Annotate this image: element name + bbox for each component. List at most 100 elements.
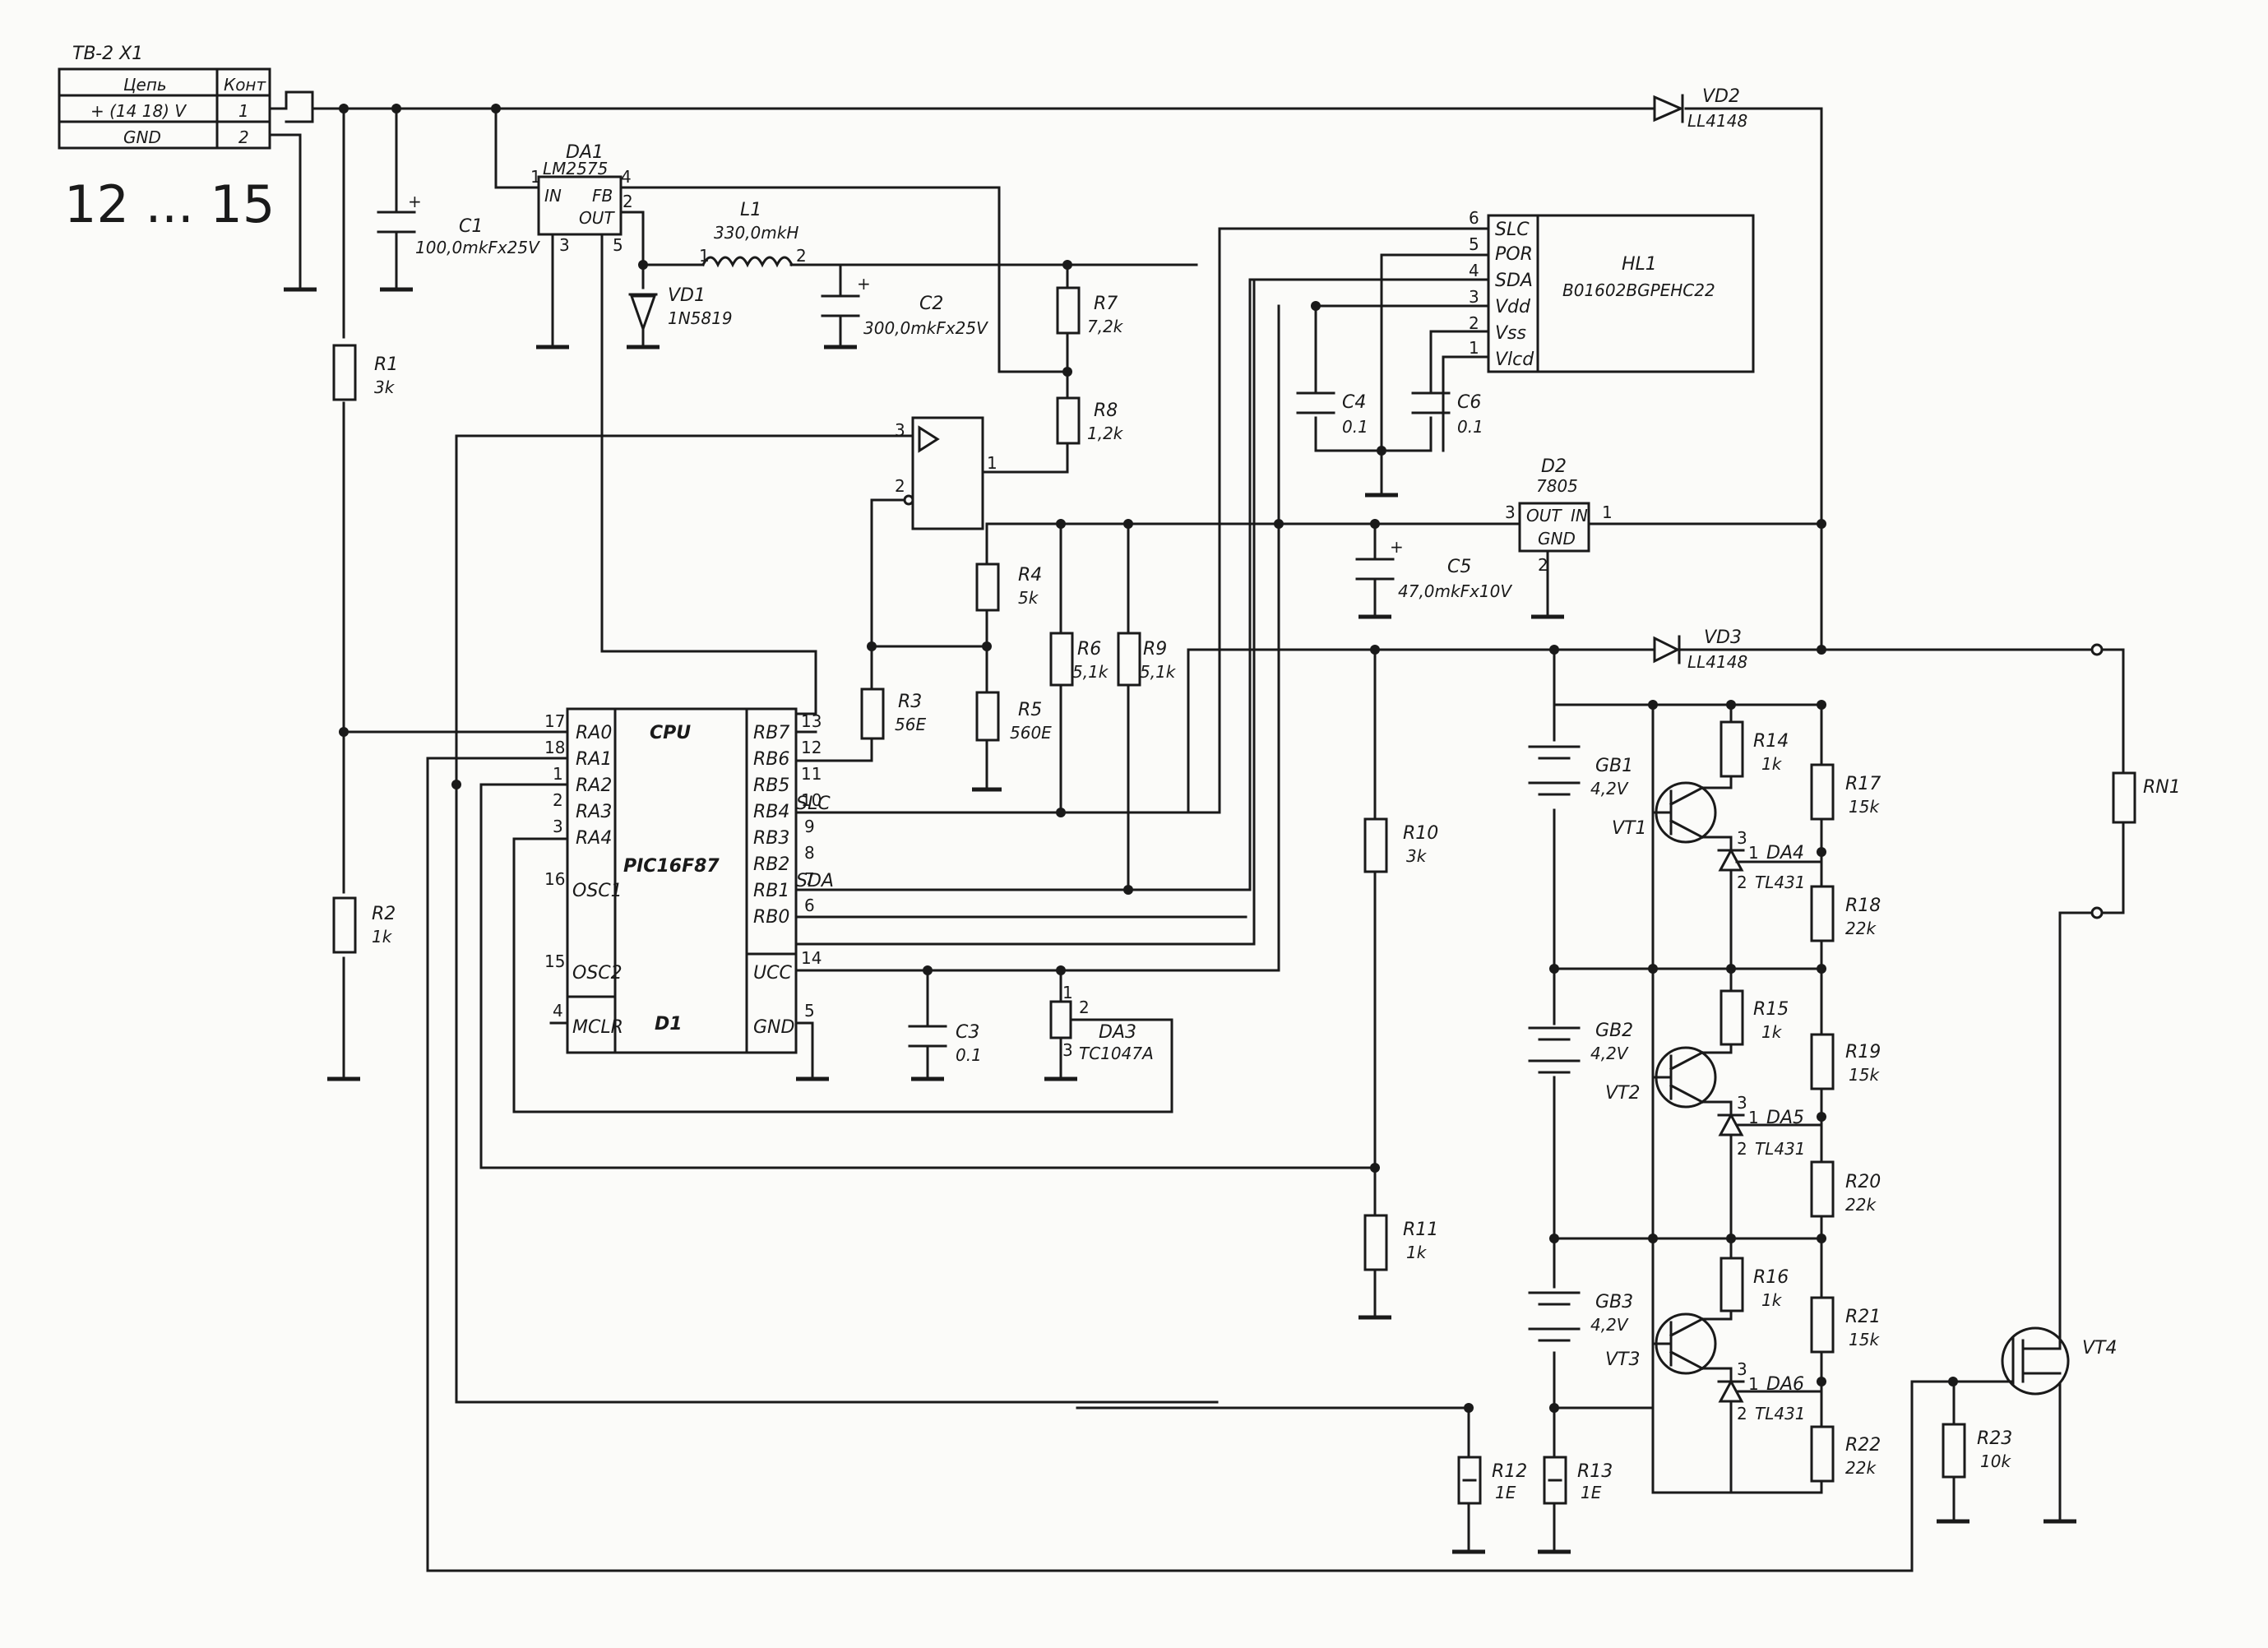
label-components-r22-value: 22k (1845, 1458, 1877, 1478)
svg-text:3: 3 (1469, 287, 1479, 307)
transistor-vt1: VT1 (1612, 775, 1733, 844)
label-components-vt1-ref: VT1 (1612, 818, 1647, 839)
transistor-vt3: VT3 (1605, 1309, 1733, 1375)
label-components-hl1-pins-0: SLC (1495, 220, 1530, 240)
label-components-r11-value: 1k (1406, 1243, 1428, 1262)
label-components-d1-right_pins-9: GND (753, 1017, 794, 1038)
label-components-r21-ref: R21 (1845, 1307, 1881, 1327)
label-components-d1-left_pins-3: RA3 (576, 802, 612, 822)
connector-col-contact: Конт (224, 75, 267, 95)
label-components-r21-value: 15k (1849, 1330, 1880, 1349)
label-components-hl1-pins-4: Vss (1495, 323, 1526, 344)
transistor-vt2: VT2 (1605, 1043, 1733, 1109)
label-components-r15-ref: R15 (1753, 999, 1789, 1020)
label-components-hl1-pins-3: Vdd (1495, 297, 1531, 317)
label-components-r18-value: 22k (1845, 919, 1877, 938)
label-components-r8-ref: R8 (1094, 400, 1118, 421)
label-components-r10-value: 3k (1406, 846, 1428, 866)
battery-gb3: GB3 4,2V (1528, 1291, 1633, 1342)
label-components-c1-ref: C1 (459, 216, 483, 237)
svg-text:2: 2 (553, 790, 563, 810)
label-components-r17-value: 15k (1849, 797, 1880, 817)
label-components-d2-pins-in: IN (1571, 506, 1588, 525)
capacitor-c4: C4 0.1 (1296, 391, 1368, 437)
label-components-da1-ref: DA1 (566, 142, 604, 163)
label-components-da1-pins-in: IN (544, 186, 562, 206)
label-components-c1-value: 100,0mkFx25V (415, 238, 540, 257)
label-components-vd1-value: 1N5819 (668, 308, 733, 328)
label-components-gb3-ref: GB3 (1595, 1292, 1633, 1312)
svg-text:3: 3 (1062, 1040, 1073, 1060)
label-components-hl1-pins-5: Vlcd (1495, 350, 1534, 370)
label-components-d2-value: 7805 (1536, 476, 1578, 496)
svg-text:1: 1 (553, 764, 563, 784)
label-components-d1-right_pins-4: RB3 (753, 828, 789, 849)
label-components-da4-value: TL431 (1755, 873, 1806, 892)
wires (311, 107, 2125, 1572)
svg-text:5: 5 (804, 1001, 815, 1021)
label-components-l1-value: 330,0mkH (714, 223, 798, 243)
label-components-hl1-value: B01602BGPEHC22 (1562, 280, 1715, 300)
label-components-d1-right_pins-8: UCC (753, 963, 792, 984)
label-components-d1-left_pins-7: MCLR (572, 1017, 623, 1038)
label-components-c2-ref: C2 (919, 294, 943, 314)
label-components-c2-value: 300,0mkFx25V (863, 318, 988, 338)
label-components-d2-pins-out: OUT (1526, 506, 1562, 525)
diode-vd3: VD3 LL4148 (1215, 627, 1747, 672)
svg-text:+: + (1390, 537, 1404, 557)
label-components-d1-title: CPU (650, 723, 691, 743)
svg-text:3: 3 (553, 817, 563, 836)
lcd-hl1: HL1 B01602BGPEHC22 SLC POR SDA Vdd Vss V… (1469, 208, 1755, 373)
resistor-r7: R7 7,2k (1056, 286, 1124, 336)
label-components-d1-right_pins-2: RB5 (753, 775, 789, 796)
capacitor-c6: C6 0.1 (1411, 391, 1483, 437)
svg-text:2: 2 (1079, 998, 1090, 1017)
connector-row1-circuit: + (14 18) V (90, 101, 187, 121)
label-components-vd2-value: LL4148 (1687, 111, 1747, 131)
label-components-r2-ref: R2 (372, 904, 396, 924)
label-components-r7-value: 7,2k (1087, 317, 1124, 336)
label-components-r22-ref: R22 (1845, 1435, 1881, 1456)
svg-text:1: 1 (1469, 338, 1479, 358)
label-components-vt3-ref: VT3 (1605, 1349, 1641, 1370)
label-components-r1-value: 3k (374, 377, 396, 397)
label-components-c5-value: 47,0mkFx10V (1398, 581, 1512, 601)
label-components-r14-value: 1k (1761, 754, 1783, 774)
label-components-r16-ref: R16 (1753, 1267, 1789, 1288)
svg-text:16: 16 (544, 869, 565, 889)
label-components-r14-ref: R14 (1753, 731, 1789, 752)
svg-text:1: 1 (1602, 502, 1613, 522)
label-components-d1-right_pins-7: RB0 (753, 907, 789, 928)
resistor-r9: R95,1k (1117, 632, 1177, 687)
label-components-d1-left_pins-5: OSC1 (572, 881, 623, 901)
label-components-da6-ref: DA6 (1766, 1374, 1804, 1395)
label-components-da6-value: TL431 (1755, 1404, 1806, 1423)
svg-text:+: + (408, 192, 422, 211)
svg-text:3: 3 (559, 235, 570, 255)
svg-text:6: 6 (1469, 208, 1479, 228)
label-components-gb1-value: 4,2V (1590, 779, 1629, 799)
label-components-vt2-ref: VT2 (1605, 1083, 1641, 1104)
label-components-c3-value: 0.1 (956, 1045, 982, 1065)
connector-row2-contact: 2 (238, 127, 249, 147)
label-components-vd2-ref: VD2 (1702, 86, 1740, 107)
svg-text:10: 10 (801, 790, 822, 810)
label-components-r11-ref: R11 (1403, 1220, 1438, 1240)
label-components-d1-right_pins-1: RB6 (753, 749, 789, 770)
junction-dots (339, 104, 1958, 1413)
svg-text:1: 1 (1748, 1108, 1759, 1127)
label-components-r7-ref: R7 (1094, 294, 1118, 314)
svg-text:17: 17 (544, 711, 565, 731)
label-components-c4-value: 0.1 (1342, 417, 1368, 437)
svg-text:4: 4 (1469, 261, 1479, 280)
label-components-da3-ref: DA3 (1099, 1022, 1136, 1043)
